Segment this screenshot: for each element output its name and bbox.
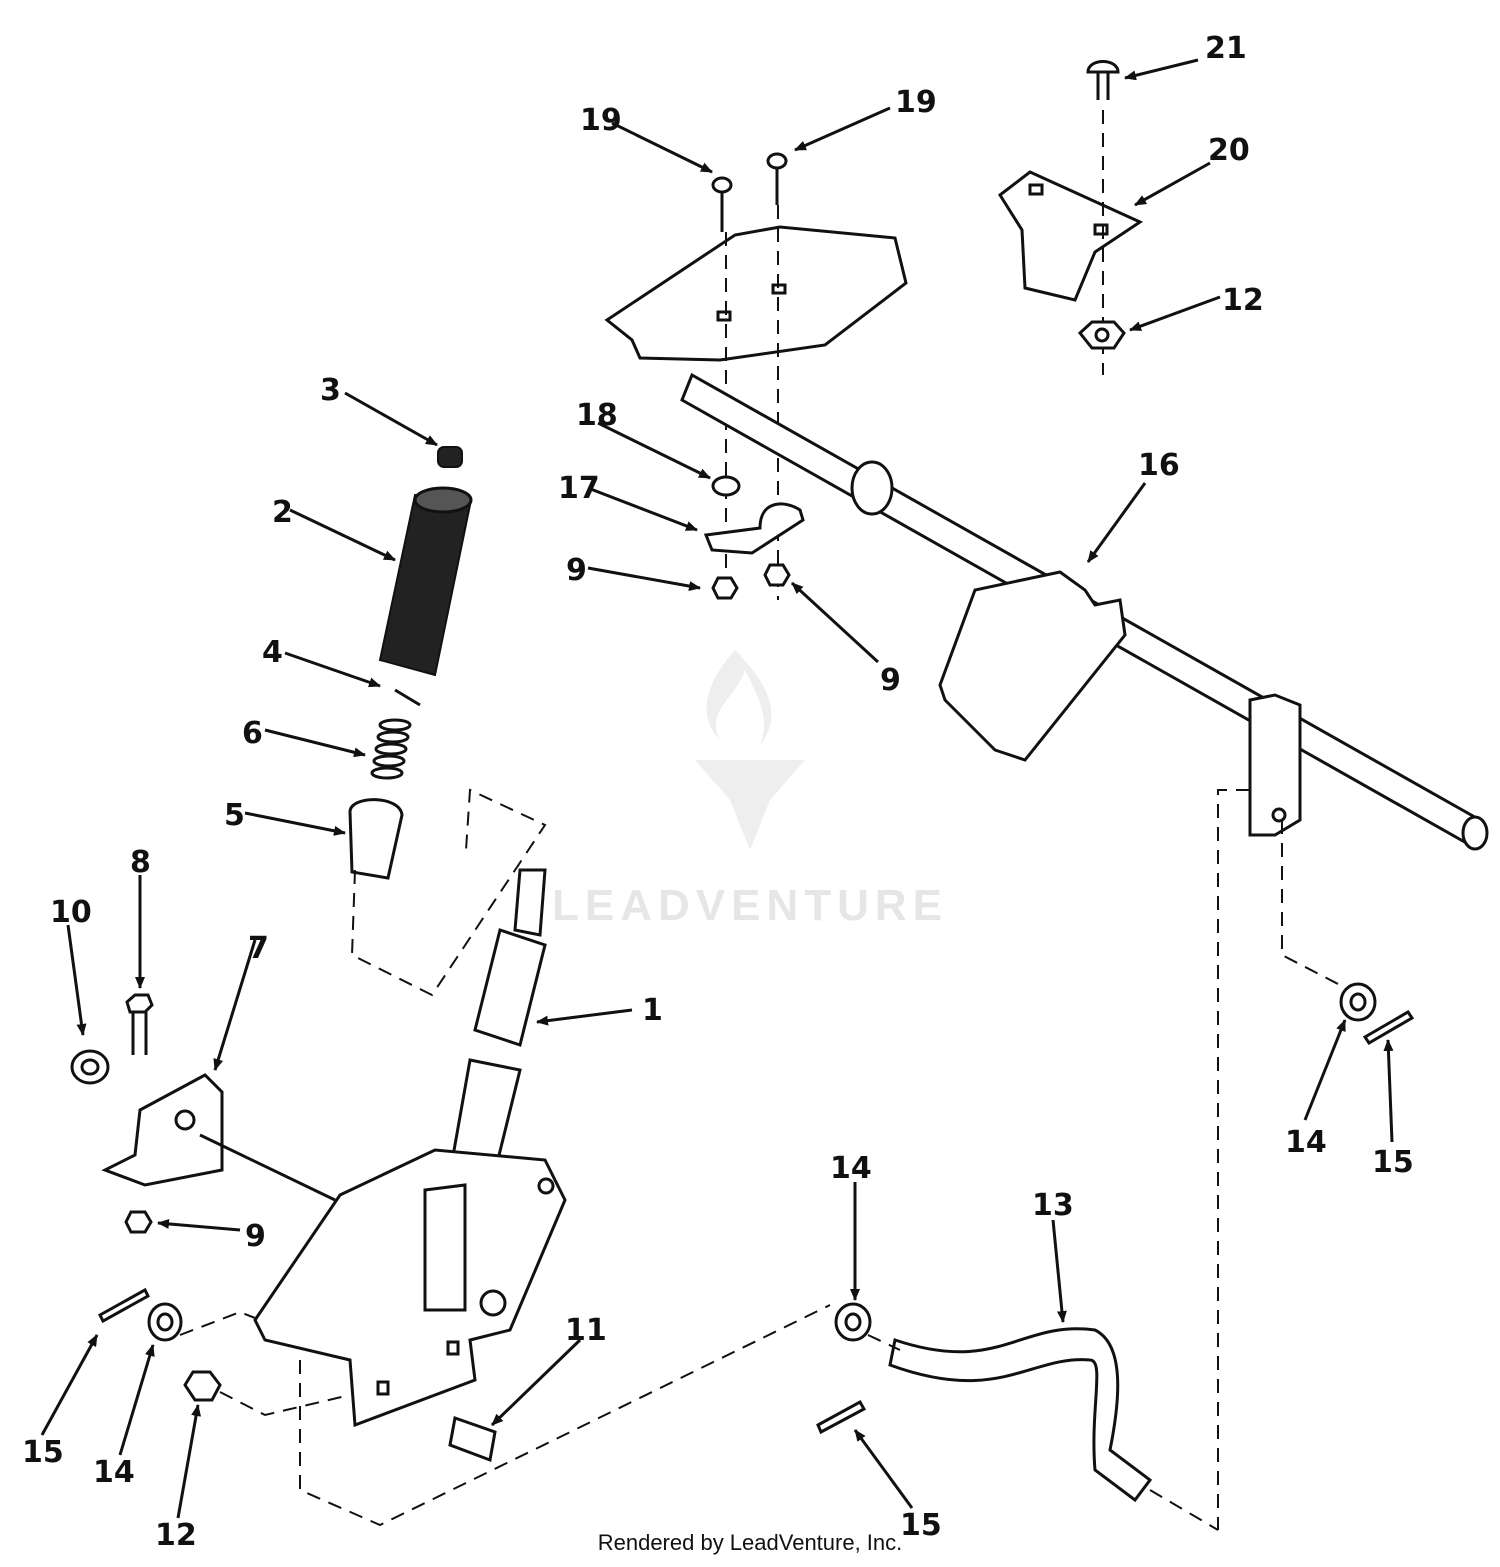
callout-19-right: 19 [895, 85, 937, 120]
callout-9-left: 9 [245, 1219, 266, 1254]
callout-18: 18 [576, 398, 618, 433]
watermark-text: LEADVENTURE [552, 881, 948, 930]
callout-21: 21 [1205, 31, 1247, 66]
callout-17: 17 [558, 471, 600, 506]
callout-9-right: 9 [880, 663, 901, 698]
callout-12-left: 12 [155, 1518, 197, 1553]
callout-15-right: 15 [1372, 1145, 1414, 1180]
handle-grip-assembly [348, 446, 547, 997]
callout-6: 6 [242, 716, 263, 751]
shift-lever-assembly [253, 868, 567, 1463]
callout-7: 7 [248, 931, 269, 966]
callout-19-left: 19 [580, 103, 622, 138]
lower-left-hardware [98, 1287, 831, 1527]
callout-4: 4 [262, 635, 283, 670]
callout-5: 5 [224, 798, 245, 833]
cross-shaft [680, 372, 1489, 1530]
callout-13: 13 [1032, 1188, 1074, 1223]
callout-15-left: 15 [22, 1435, 64, 1470]
callout-leaders [40, 58, 1394, 1519]
linkage-rod [816, 982, 1415, 1531]
leadventure-flame-v-logo [695, 650, 805, 850]
callout-14-center: 14 [830, 1151, 872, 1186]
bracket-assembly [998, 60, 1144, 375]
callout-8: 8 [130, 845, 151, 880]
callout-10: 10 [50, 895, 92, 930]
callout-14-left: 14 [93, 1455, 135, 1490]
footer-credit: Rendered by LeadVenture, Inc. [597, 1530, 903, 1555]
callout-11: 11 [565, 1313, 607, 1348]
callout-12-top: 12 [1222, 283, 1264, 318]
callout-3: 3 [320, 373, 341, 408]
callout-1: 1 [642, 993, 663, 1028]
clamp-and-nuts [703, 475, 805, 600]
callout-15-center: 15 [900, 1508, 942, 1543]
callout-9-center: 9 [566, 553, 587, 588]
callout-labels: 21 19 19 20 12 3 18 16 17 2 9 9 4 6 5 1 … [22, 31, 1414, 1553]
callout-14-right: 14 [1285, 1125, 1327, 1160]
side-bracket [70, 993, 336, 1234]
callout-2: 2 [272, 495, 293, 530]
callout-16: 16 [1138, 448, 1180, 483]
callout-20: 20 [1208, 133, 1250, 168]
